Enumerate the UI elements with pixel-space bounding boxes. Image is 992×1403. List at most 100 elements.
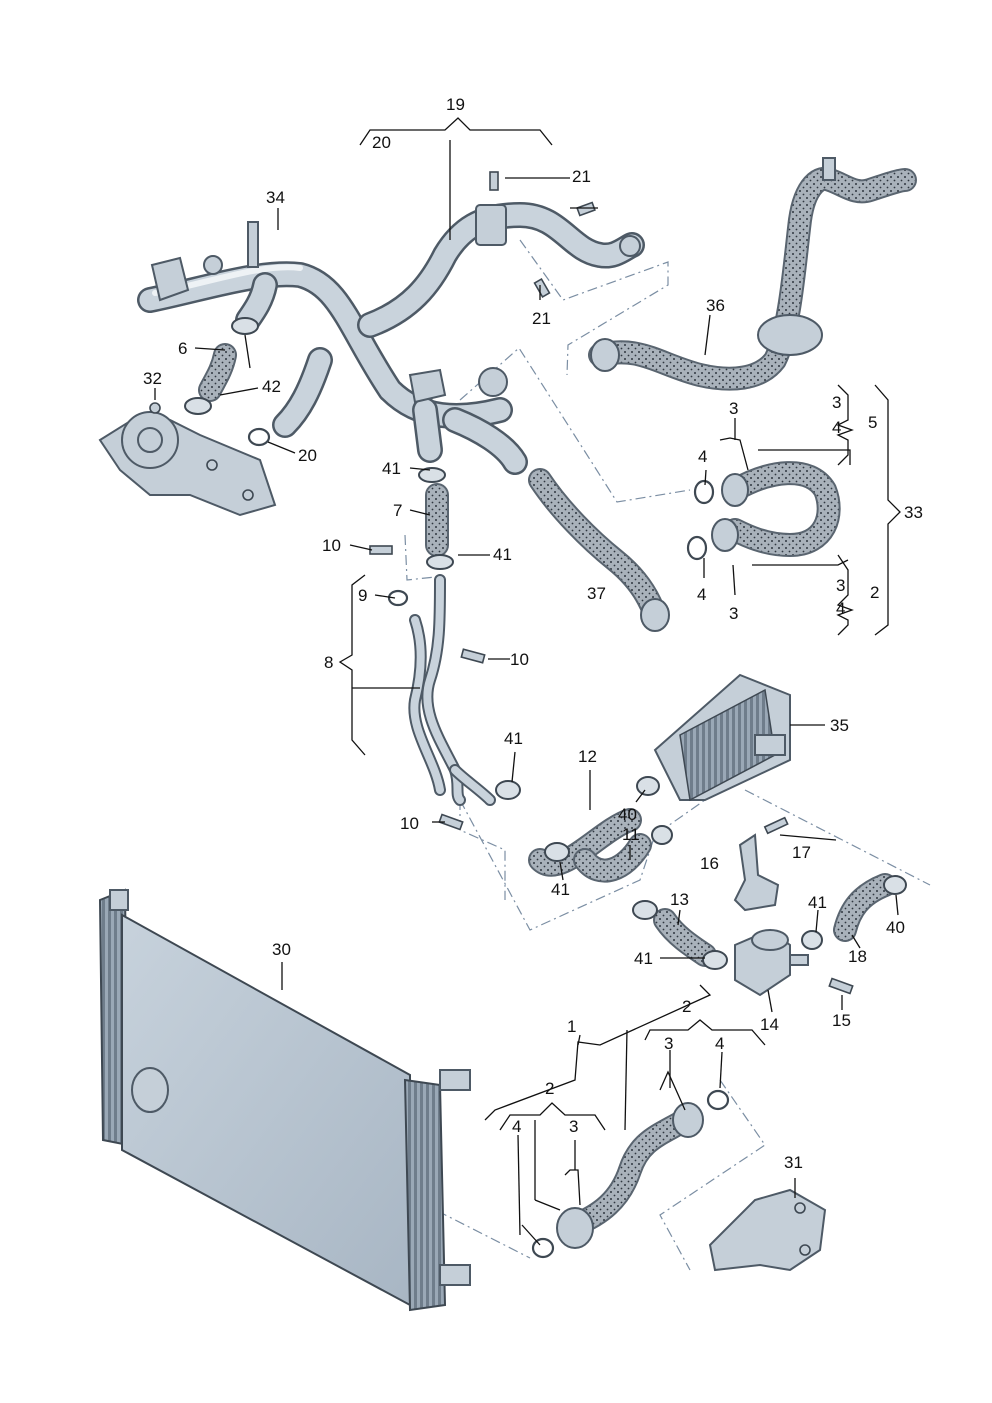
label-3-upper: 3 xyxy=(729,399,738,418)
bracket-16 xyxy=(733,833,780,912)
label-17: 17 xyxy=(792,843,811,862)
clamp-40-a xyxy=(636,776,660,796)
hose-6 xyxy=(198,343,237,402)
label-2-lower: 2 xyxy=(545,1079,554,1098)
label-30: 30 xyxy=(272,940,291,959)
label-5: 5 xyxy=(868,413,877,432)
label-1: 1 xyxy=(567,1017,576,1036)
label-41-a: 41 xyxy=(504,729,523,748)
label-4-lower: 4 xyxy=(697,585,706,604)
clamp-42-lower xyxy=(184,397,212,415)
bolt-21-right xyxy=(576,201,596,217)
label-19: 19 xyxy=(446,95,465,114)
hose-33 xyxy=(711,461,841,557)
oring-4-lower xyxy=(686,535,708,561)
coolant-flange-31 xyxy=(708,1188,827,1272)
label-21-lower: 21 xyxy=(532,309,551,328)
label-37: 37 xyxy=(587,584,606,603)
label-36: 36 xyxy=(706,296,725,315)
clamp-41-d xyxy=(702,950,728,970)
label-20-lower: 20 xyxy=(298,446,317,465)
valve-14 xyxy=(734,928,809,997)
label-13: 13 xyxy=(670,890,689,909)
water-pump-32 xyxy=(98,402,277,517)
label-3-mid: 3 xyxy=(664,1034,673,1053)
bolt-10-mid xyxy=(460,648,486,664)
coolant-pipe-34 xyxy=(137,221,528,475)
label-41-e: 41 xyxy=(808,893,827,912)
label-7: 7 xyxy=(393,501,402,520)
label-3-bracket2: 3 xyxy=(836,576,845,595)
label-41-c: 41 xyxy=(634,949,653,968)
label-4-mid: 4 xyxy=(715,1034,724,1053)
hose-11 xyxy=(573,833,652,883)
hose-13 xyxy=(653,908,717,967)
label-14: 14 xyxy=(760,1015,779,1034)
clamp-40-c xyxy=(883,875,907,895)
label-10-mid: 10 xyxy=(510,650,529,669)
label-41-b: 41 xyxy=(551,880,570,899)
label-2-right: 2 xyxy=(870,583,879,602)
oring-4-upper xyxy=(693,479,715,505)
label-9: 9 xyxy=(358,586,367,605)
label-3-lower: 3 xyxy=(729,604,738,623)
clamp-41-b xyxy=(544,842,570,862)
label-35: 35 xyxy=(830,716,849,735)
label-11: 11 xyxy=(622,825,640,844)
label-34: 34 xyxy=(266,188,285,207)
label-4-lower-left: 4 xyxy=(512,1117,521,1136)
label-15: 15 xyxy=(832,1011,851,1030)
label-3-lower-right: 3 xyxy=(569,1117,578,1136)
clamp-40-b xyxy=(651,825,673,845)
label-42: 42 xyxy=(262,377,281,396)
clamp-41-mid xyxy=(426,554,454,570)
label-31: 31 xyxy=(784,1153,803,1172)
clamp-41-top xyxy=(418,467,446,483)
leader-lines xyxy=(154,117,901,1246)
bolt-10-top xyxy=(369,545,393,555)
part-labels: 19 20 21 21 34 36 6 32 42 20 3 3 4 5 4 4… xyxy=(143,95,923,1172)
bolt-15 xyxy=(828,977,854,995)
label-32: 32 xyxy=(143,369,162,388)
oil-cooler-35 xyxy=(653,673,791,802)
hose-36 xyxy=(588,157,917,391)
label-16: 16 xyxy=(700,854,719,873)
label-4-upper: 4 xyxy=(698,447,707,466)
label-8: 8 xyxy=(324,653,333,672)
bolt-17 xyxy=(763,816,789,835)
label-41-mid: 41 xyxy=(493,545,512,564)
radiator-30 xyxy=(98,888,471,1312)
oring-20 xyxy=(247,427,271,447)
label-33: 33 xyxy=(904,503,923,522)
bolt-21-top xyxy=(489,171,499,191)
coolant-pipe-8 xyxy=(408,574,496,806)
label-18: 18 xyxy=(848,947,867,966)
clamp-41-c xyxy=(632,900,658,920)
clamp-41-e xyxy=(801,930,823,950)
label-3-bracket5: 3 xyxy=(832,393,841,412)
label-41-top: 41 xyxy=(382,459,401,478)
oring-4-lower-left xyxy=(531,1237,555,1259)
clamp-41-a xyxy=(495,780,521,800)
label-4-bracket5: 4 xyxy=(832,418,841,437)
label-20-top: 20 xyxy=(372,133,391,152)
label-2-top: 2 xyxy=(682,997,691,1016)
bolt-10-bottom xyxy=(438,813,464,831)
oring-4-lower-right xyxy=(706,1089,730,1111)
bolt-21-lower xyxy=(533,277,551,299)
coolant-line-19 xyxy=(357,202,645,338)
hose-1 xyxy=(556,1102,704,1249)
label-21-top: 21 xyxy=(572,167,591,186)
label-6: 6 xyxy=(178,339,187,358)
label-40-b: 40 xyxy=(886,918,905,937)
label-10-bottom: 10 xyxy=(400,814,419,833)
label-10-top: 10 xyxy=(322,536,341,555)
hose-20 xyxy=(272,347,333,438)
clamp-42-upper xyxy=(231,317,259,335)
label-4-bracket2: 4 xyxy=(836,599,845,618)
oring-9 xyxy=(387,589,409,607)
hose-18 xyxy=(833,873,897,942)
label-40-a: 40 xyxy=(618,805,637,824)
hose-37 xyxy=(528,468,670,632)
